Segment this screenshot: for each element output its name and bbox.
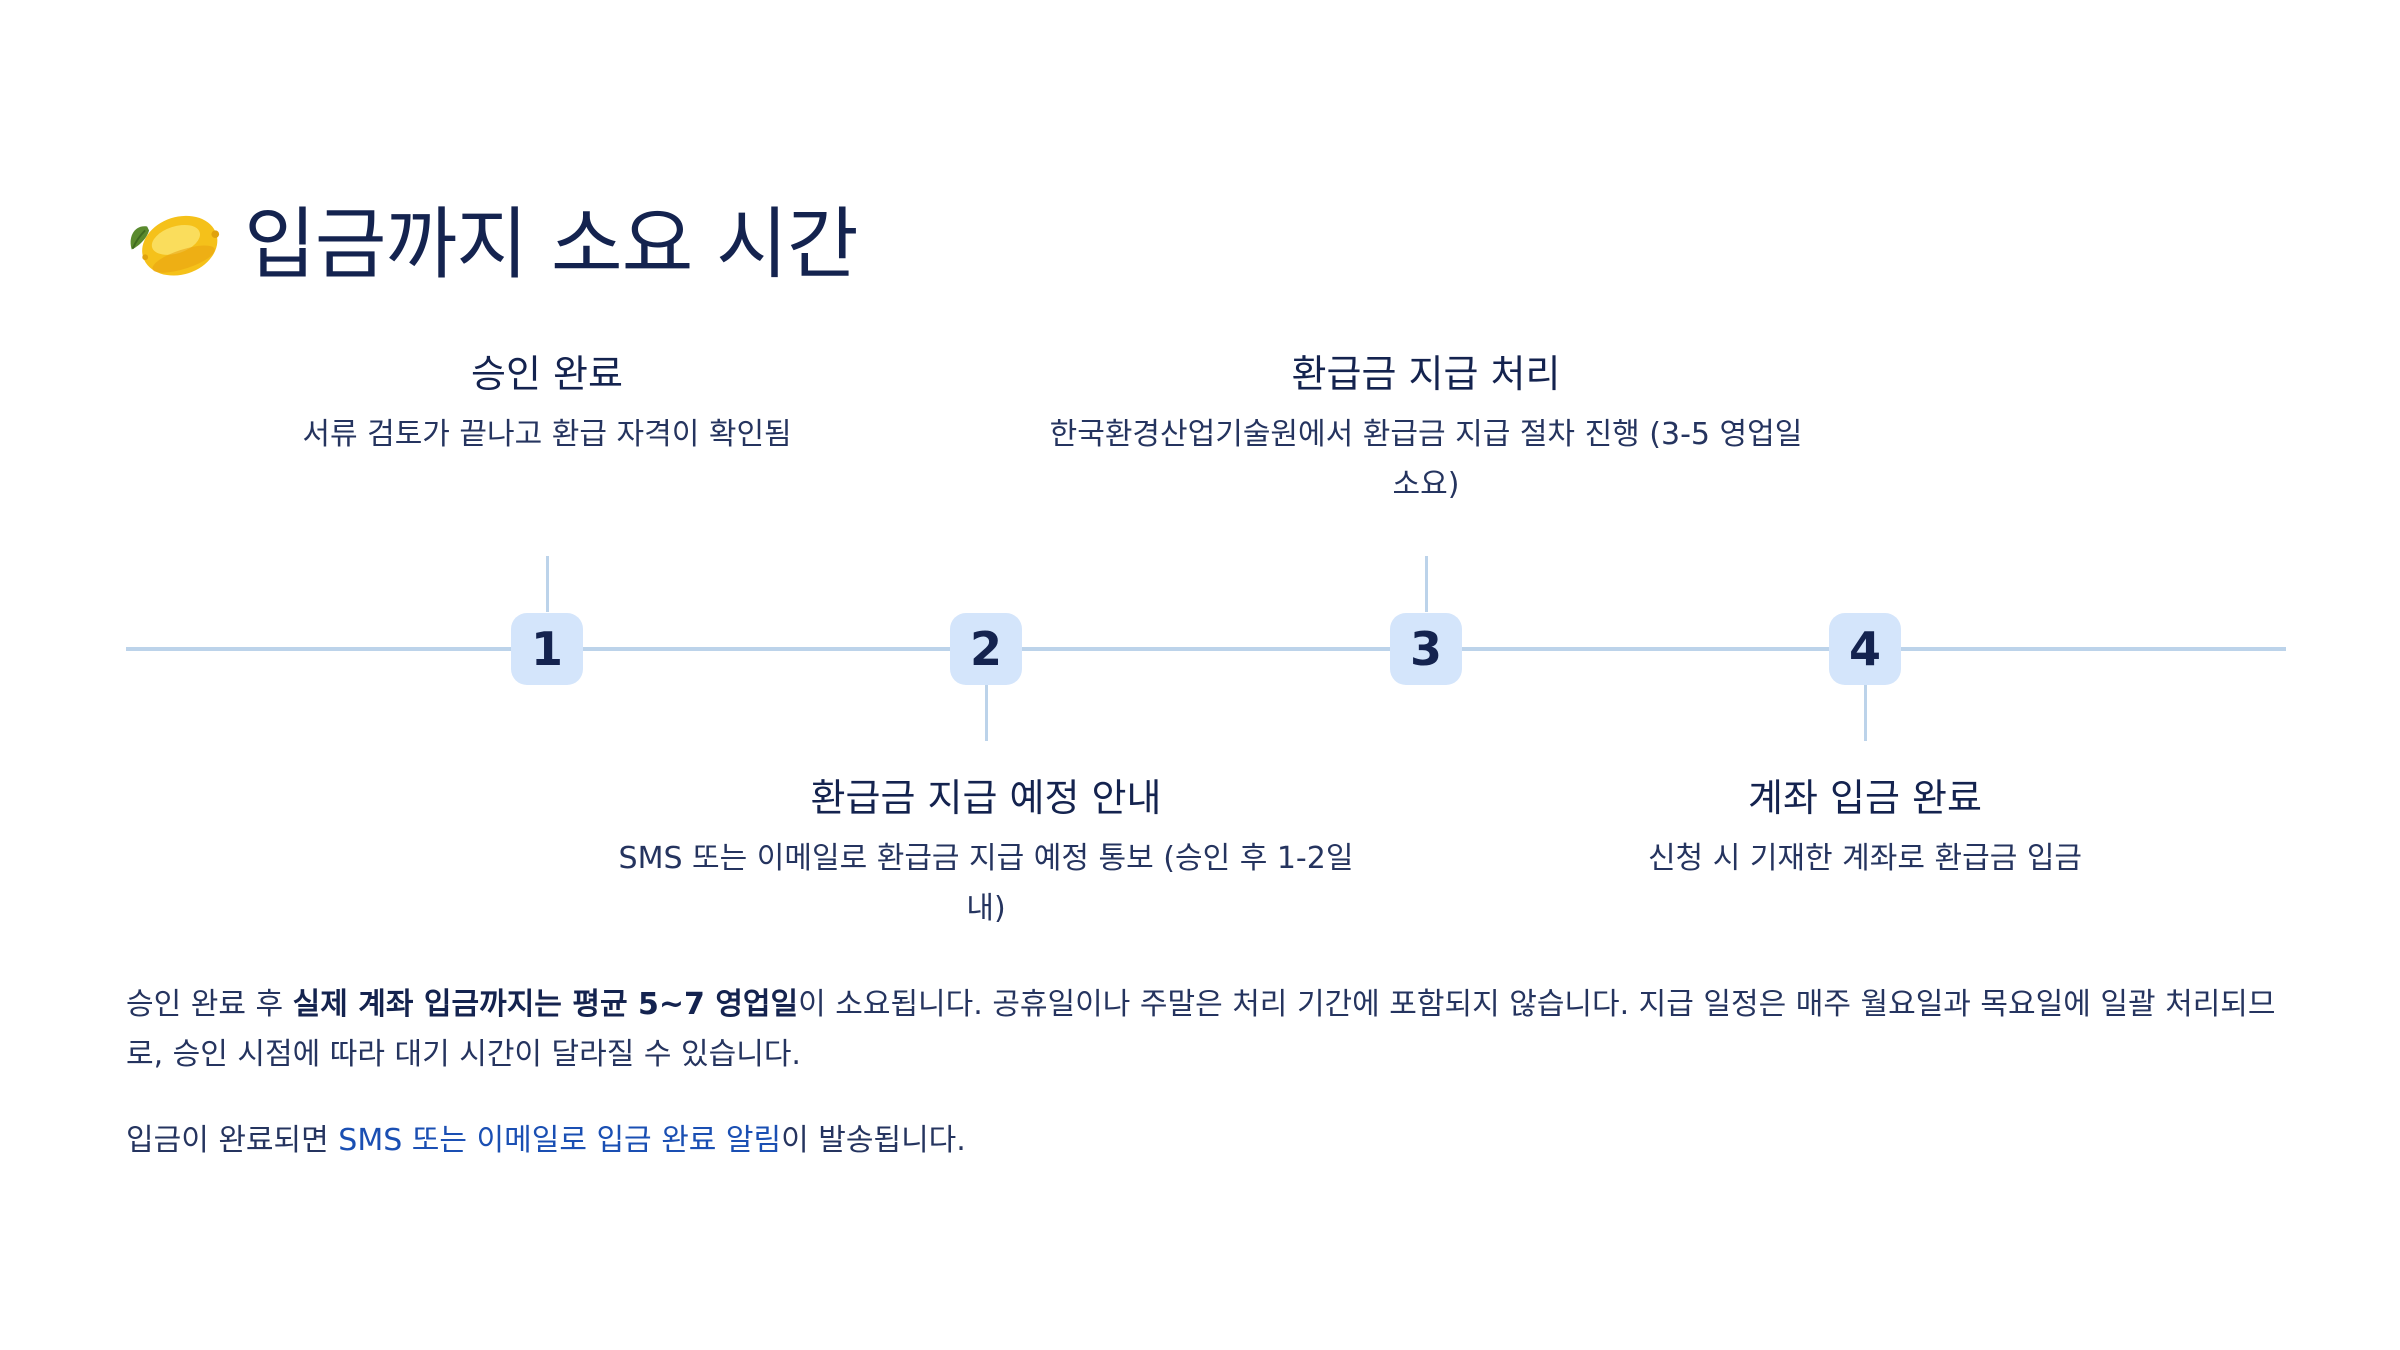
page-title: 입금까지 소요 시간 bbox=[126, 178, 859, 298]
notification-suffix: 이 발송됩니다. bbox=[781, 1123, 966, 1158]
step-4-badge: 4 bbox=[1829, 613, 1901, 685]
duration-highlight: 실제 계좌 입금까지는 평균 5~7 영업일 bbox=[292, 987, 799, 1022]
notification-link[interactable]: SMS 또는 이메일로 입금 완료 알림 bbox=[338, 1123, 782, 1158]
step-4-text: 계좌 입금 완료 신청 시 기재한 계좌로 환급금 입금 bbox=[1475, 770, 2255, 884]
lemon-icon bbox=[130, 215, 220, 276]
step-2-title: 환급금 지급 예정 안내 bbox=[810, 776, 1162, 820]
duration-suffix: 이 소요됩니다. 공휴일이나 주말은 처리 기간에 포함되지 않습니다. 지급 … bbox=[126, 987, 2276, 1072]
step-1-desc: 서류 검토가 끝나고 환급 자격이 확인됨 bbox=[302, 417, 792, 452]
notification-prefix: 입금이 완료되면 bbox=[126, 1123, 339, 1158]
timeline: 1 승인 완료 서류 검토가 끝나고 환급 자격이 확인됨 2 환급금 지급 예… bbox=[126, 346, 2286, 934]
step-2-desc: SMS 또는 이메일로 환급금 지급 예정 통보 (승인 후 1-2일 내) bbox=[618, 841, 1354, 926]
step-3-text: 환급금 지급 처리 한국환경산업기술원에서 환급금 지급 절차 진행 (3-5 … bbox=[1036, 346, 1816, 510]
duration-paragraph: 승인 완료 후 실제 계좌 입금까지는 평균 5~7 영업일이 소요됩니다. 공… bbox=[126, 980, 2286, 1080]
step-4-title: 계좌 입금 완료 bbox=[1748, 776, 1982, 820]
timeline-axis bbox=[126, 647, 2286, 651]
step-4-desc: 신청 시 기재한 계좌로 환급금 입금 bbox=[1647, 841, 2083, 876]
step-3-title: 환급금 지급 처리 bbox=[1291, 352, 1561, 396]
step-2-connector bbox=[985, 685, 988, 741]
step-2-text: 환급금 지급 예정 안내 SMS 또는 이메일로 환급금 지급 예정 통보 (승… bbox=[596, 770, 1376, 934]
step-3-badge: 3 bbox=[1390, 613, 1462, 685]
step-4-connector bbox=[1864, 685, 1867, 741]
step-1-badge: 1 bbox=[511, 613, 583, 685]
step-1-text: 승인 완료 서류 검토가 끝나고 환급 자격이 확인됨 bbox=[157, 346, 937, 460]
step-1-title: 승인 완료 bbox=[471, 352, 623, 396]
step-3-connector bbox=[1425, 556, 1428, 612]
step-1-connector bbox=[546, 556, 549, 612]
step-2-badge: 2 bbox=[950, 613, 1022, 685]
page-title-text: 입금까지 소요 시간 bbox=[244, 200, 859, 290]
duration-prefix: 승인 완료 후 bbox=[126, 987, 293, 1022]
step-3-desc: 한국환경산업기술원에서 환급금 지급 절차 진행 (3-5 영업일 소요) bbox=[1049, 417, 1803, 502]
notification-paragraph: 입금이 완료되면 SMS 또는 이메일로 입금 완료 알림이 발송됩니다. bbox=[126, 1116, 2286, 1166]
